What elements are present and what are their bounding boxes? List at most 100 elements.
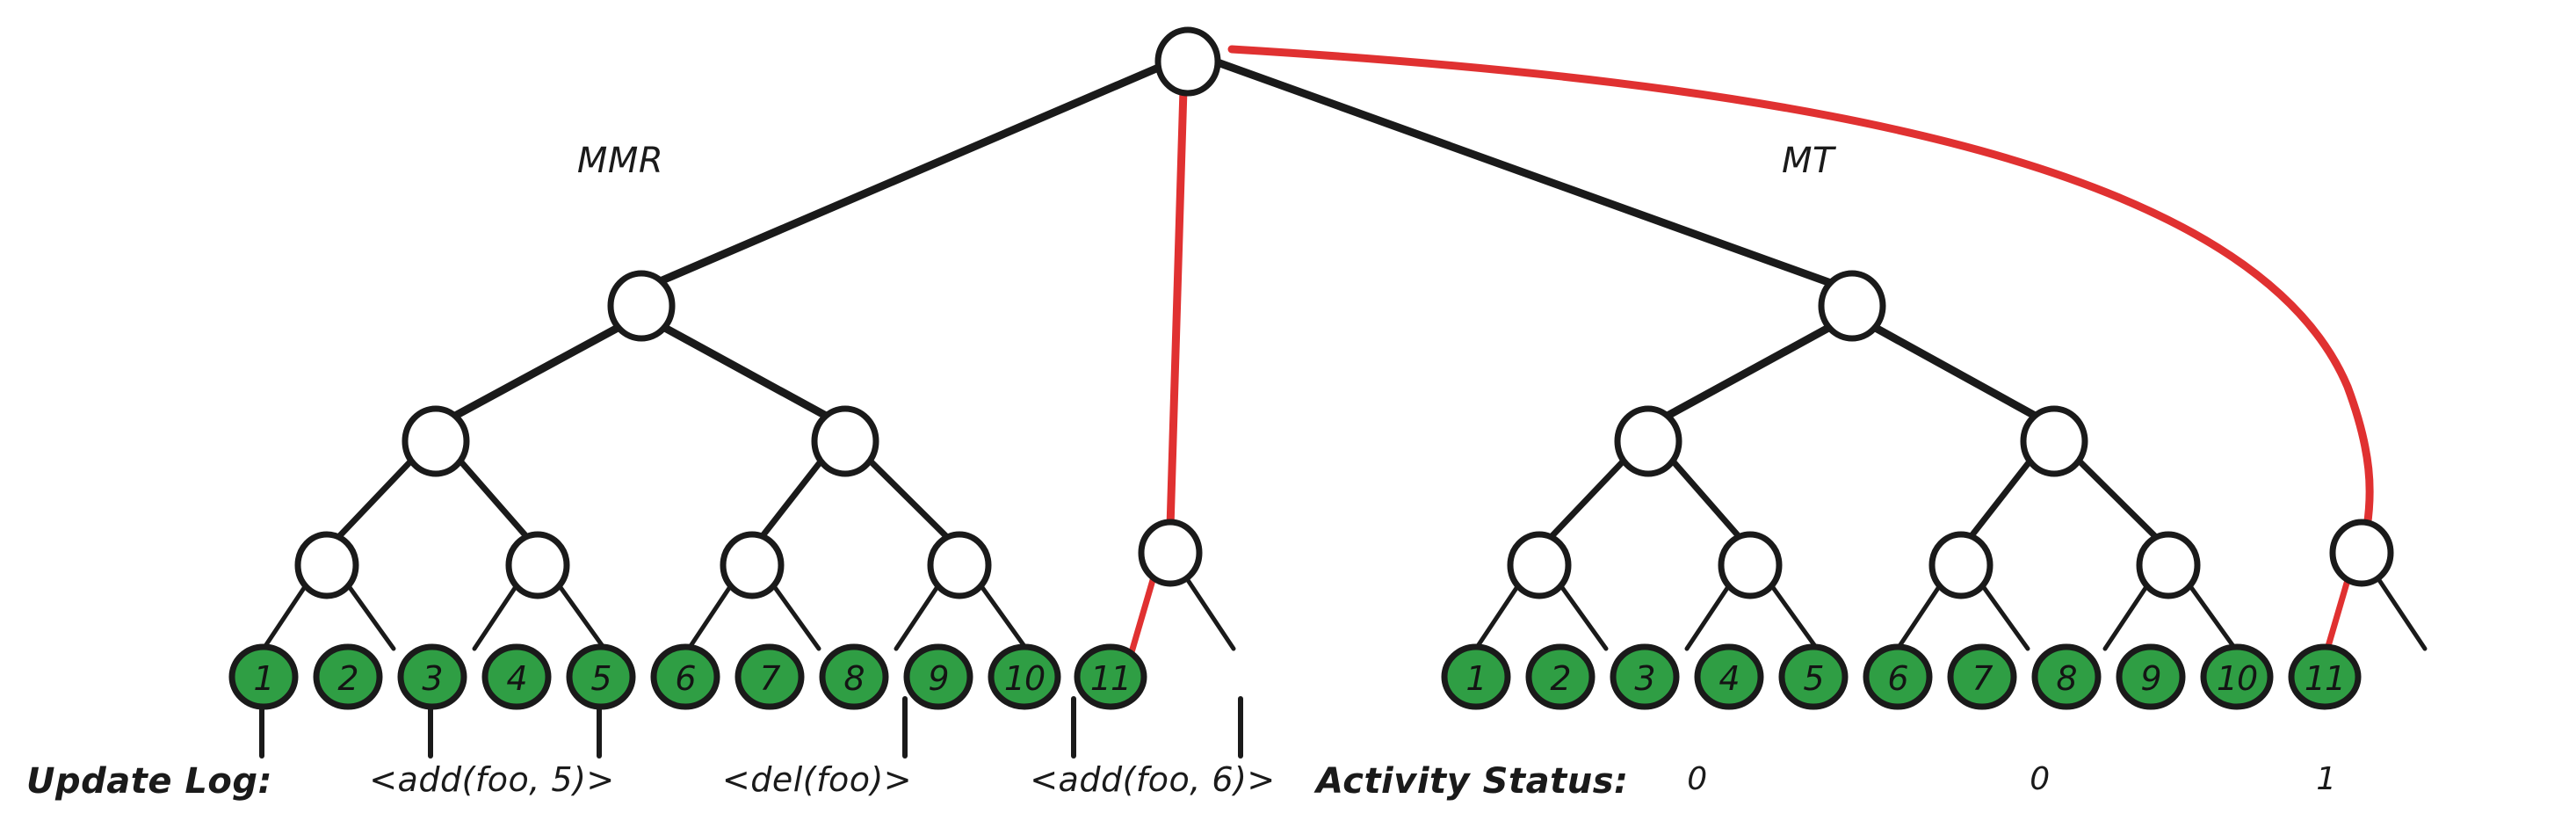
mmr-node-l2b[interactable] (811, 405, 879, 477)
label-activity-status: Activity Status: (1313, 761, 1629, 802)
edge-mmr-leaf-5 (686, 577, 737, 651)
edge-mmr-l2a-right (453, 454, 541, 553)
mt-node-l3b[interactable] (1718, 531, 1783, 599)
leaf-node[interactable]: 3 (1610, 643, 1680, 710)
leaf-node[interactable]: 5 (566, 643, 636, 710)
root-node[interactable] (1154, 26, 1221, 97)
leaf-node[interactable]: 2 (313, 643, 383, 710)
mmr-node-l3c[interactable] (720, 531, 785, 599)
edge-mmr-l2b-right (863, 454, 963, 553)
mt-node-l3c[interactable] (1928, 531, 1994, 599)
edge-mmr-l1-right (649, 317, 850, 431)
mmr-node-l1[interactable] (607, 270, 676, 342)
leaf-node[interactable]: 8 (819, 643, 889, 710)
edge-mmr-leaf-3 (472, 577, 523, 651)
edge-mt-leaf-7 (2102, 577, 2153, 651)
leaf-label: 9 (928, 659, 948, 698)
leaf-label: 4 (506, 659, 526, 698)
mt-node-l3e[interactable] (2329, 519, 2394, 587)
leaf-label: 2 (337, 659, 358, 698)
edge-mt-leaf-2 (1554, 577, 1609, 651)
leaf-node[interactable]: 6 (1863, 643, 1933, 710)
leaf-node[interactable]: 1 (1441, 643, 1511, 710)
edge-root-to-mt (1201, 54, 1855, 294)
right-tree-leaves: 1 2 3 4 5 6 7 (1441, 643, 2362, 710)
left-tree-edges (261, 54, 1236, 651)
update-log-entry: <del(foo)> (722, 760, 912, 799)
edge-mt-leaf-4 (1765, 577, 1820, 651)
leaf-node[interactable]: 5 (1778, 643, 1849, 710)
mmr-node-l3b[interactable] (505, 531, 570, 599)
edge-mmr-leaf-7 (894, 577, 944, 651)
leaf-node[interactable]: 7 (1947, 643, 2017, 710)
edge-mt-l2a-left (1536, 454, 1631, 553)
label-mt: MT (1782, 141, 1837, 181)
edge-mt-leaf-3 (1684, 577, 1735, 651)
leaf-node[interactable]: 4 (481, 643, 552, 710)
highlight-mt9-leaf (2323, 577, 2351, 656)
activity-status-value: 0 (2030, 761, 2050, 797)
edge-mt-l1-left (1644, 317, 1844, 431)
leaf-node[interactable]: 7 (734, 643, 805, 710)
leaf-label: 3 (422, 659, 442, 698)
edge-mmr-leaf-6 (767, 577, 821, 651)
leaf-label: 1 (253, 659, 273, 698)
edge-mt-leaf-6 (1976, 577, 2030, 651)
highlight-path (1128, 45, 2374, 656)
highlight-mmr9-leaf (1128, 577, 1156, 656)
mt-node-l3d[interactable] (2136, 531, 2201, 599)
right-tree-nodes (1507, 270, 2394, 599)
leaf-node[interactable]: 10 (988, 643, 1061, 710)
mmr-node-l3e[interactable] (1138, 519, 1203, 587)
edge-mt-l2b-right (2072, 454, 2172, 553)
mt-node-l1[interactable] (1818, 270, 1886, 342)
leaf-label: 2 (1550, 659, 1570, 698)
highlight-root-to-mt9 (1227, 45, 2374, 532)
leaf-label: 9 (2140, 659, 2160, 698)
edge-mt-l1-right (1860, 317, 2059, 431)
leaf-label: 4 (1719, 659, 1739, 698)
left-tree-nodes (294, 270, 1203, 599)
leaf-label: 11 (1090, 659, 1131, 698)
leaf-label: 7 (759, 659, 780, 698)
mmr-node-l2a[interactable] (402, 405, 470, 477)
leaf-label: 10 (1004, 659, 1045, 698)
edge-mt-l2a-right (1666, 454, 1754, 553)
leaf-label: 1 (1465, 659, 1486, 698)
leaf-node[interactable]: 2 (1525, 643, 1596, 710)
mt-node-l3a[interactable] (1507, 531, 1572, 599)
leaf-node[interactable]: 3 (397, 643, 467, 710)
edge-mt-leaf-10 (2377, 577, 2428, 651)
leaf-node[interactable]: 11 (2288, 643, 2362, 710)
edge-mmr-leaf-8 (974, 577, 1029, 651)
leaf-node[interactable]: 4 (1694, 643, 1764, 710)
leaf-label: 3 (1634, 659, 1654, 698)
leaf-node[interactable]: 1 (228, 643, 299, 710)
edge-mmr-leaf-2 (342, 577, 396, 651)
leaf-label: 6 (1887, 659, 1907, 698)
edge-mt-leaf-8 (2183, 577, 2238, 651)
update-log-entry: <add(foo, 5)> (369, 760, 615, 799)
mmr-node-l3a[interactable] (294, 531, 359, 599)
mt-node-l2b[interactable] (2020, 405, 2088, 477)
update-log-entry: <add(foo, 6)> (1030, 760, 1276, 799)
mmr-node-l3d[interactable] (927, 531, 992, 599)
leaf-node[interactable]: 6 (650, 643, 720, 710)
leaf-node[interactable]: 9 (2116, 643, 2186, 710)
leaf-node[interactable]: 10 (2200, 643, 2274, 710)
edge-mmr-leaf-1 (261, 577, 312, 651)
leaf-label: 8 (2056, 659, 2076, 698)
leaf-label: 7 (1972, 659, 1993, 698)
leaf-label: 5 (590, 659, 611, 698)
leaf-label: 6 (675, 659, 695, 698)
leaf-node[interactable]: 8 (2031, 643, 2102, 710)
leaf-node[interactable]: 9 (903, 643, 973, 710)
edge-mt-leaf-5 (1895, 577, 1946, 651)
edge-mmr-l2a-left (323, 454, 418, 553)
edge-root-to-mmr (635, 54, 1185, 294)
mt-node-l2a[interactable] (1614, 405, 1682, 477)
leaf-node[interactable]: 11 (1074, 643, 1147, 710)
leaf-label: 8 (843, 659, 864, 698)
